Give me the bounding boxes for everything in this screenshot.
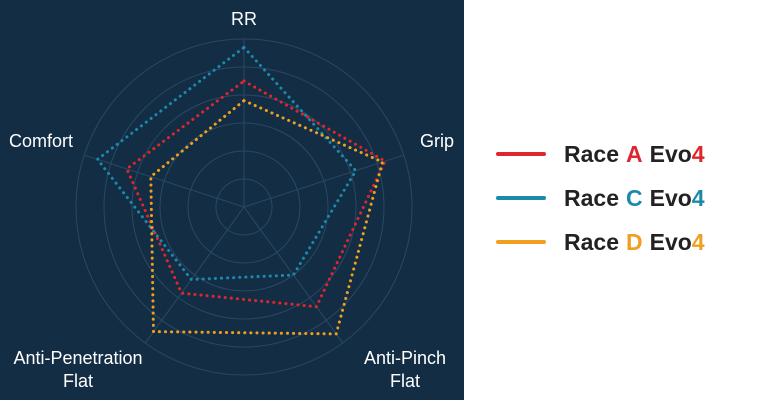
axis-label-anti-penetration-flat: Flat — [63, 371, 93, 391]
series-line-a — [124, 79, 388, 309]
radar-panel: RR Grip Anti-Pinch Flat Anti-Penetration… — [0, 0, 464, 400]
axis-labels: RR Grip Anti-Pinch Flat Anti-Penetration… — [9, 9, 454, 391]
legend-swatch-race-d — [496, 240, 546, 244]
axis-label-anti-pinch: Anti-Pinch — [364, 348, 446, 368]
series-line-c — [95, 45, 358, 282]
radar-chart: RR Grip Anti-Pinch Flat Anti-Penetration… — [9, 9, 454, 391]
radar-grid — [75, 38, 413, 376]
axis-label-anti-pinch-flat: Flat — [390, 371, 420, 391]
radar-series — [95, 45, 388, 336]
grid-spoke — [84, 154, 245, 208]
grid-spoke — [243, 154, 404, 208]
axis-label-anti-penetration: Anti-Penetration — [13, 348, 142, 368]
series-line-d — [149, 98, 385, 336]
grid-spoke — [144, 206, 245, 344]
axis-label-rr: RR — [231, 9, 257, 29]
axis-label-comfort: Comfort — [9, 131, 73, 151]
axis-label-grip: Grip — [420, 131, 454, 151]
legend-swatch-race-c — [496, 196, 546, 200]
legend-swatch-race-a — [496, 152, 546, 156]
